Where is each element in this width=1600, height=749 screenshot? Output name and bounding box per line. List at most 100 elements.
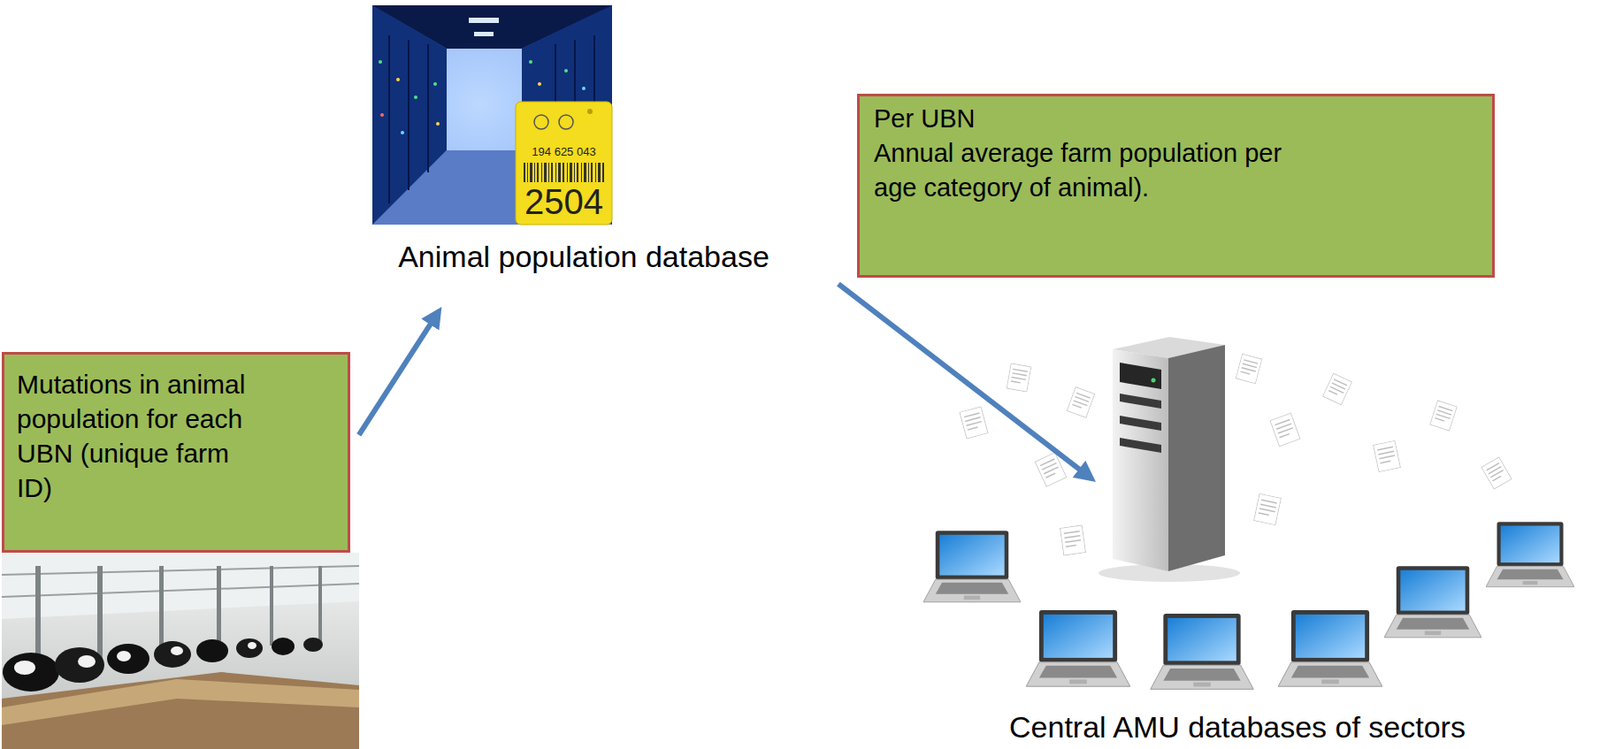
barn-photo-part — [1, 679, 360, 726]
callout-box: Per UBNAnnual average farm population pe… — [857, 93, 1495, 278]
server-room-photo-part-part — [536, 162, 539, 183]
network-illustration-part — [1485, 521, 1575, 587]
barn-photo-part-part — [54, 647, 105, 683]
server-room-photo-part — [400, 130, 405, 135]
server-room-photo-part — [427, 44, 429, 173]
barn-photo-part — [1, 552, 360, 749]
server-room-photo-part-part — [569, 162, 573, 183]
barn-photo-part — [1, 672, 360, 749]
callout-box: Mutations in animal population for each … — [1, 352, 351, 553]
server-room-photo — [372, 5, 613, 225]
barn-photo-part — [269, 566, 274, 646]
server-room-photo-part-part — [555, 162, 557, 183]
server-room-photo-part-part — [590, 162, 593, 183]
server-room-photo-part-part — [551, 162, 553, 183]
server-room-photo-part — [407, 39, 410, 191]
server-room-photo-part — [436, 122, 440, 126]
server-room-photo-part-part — [576, 162, 579, 183]
network-illustration-part — [1006, 363, 1032, 392]
network-illustration-part — [923, 530, 1021, 603]
network-illustration-part — [959, 406, 988, 439]
server-room-photo-part — [534, 114, 549, 130]
server-room-photo-part-part — [583, 162, 587, 183]
server-room-photo-part — [388, 35, 391, 204]
barn-photo-part — [1, 583, 360, 598]
server-room-photo-part-part — [574, 162, 575, 183]
barn-photo-part-part — [14, 660, 36, 675]
server-room-photo-part-part — [543, 162, 547, 183]
server-room-photo-part-part — [534, 162, 536, 183]
barn-photo-part-part — [303, 637, 323, 652]
barn-photo-part — [318, 566, 322, 642]
network-illustration-part — [1119, 415, 1162, 431]
server-room-photo-part — [413, 95, 418, 100]
network-illustration-part — [1025, 610, 1131, 687]
network-illustration-part — [1384, 566, 1482, 638]
server-room-photo-part — [581, 86, 586, 91]
server-room-photo-part-part — [541, 162, 543, 183]
flow-arrow — [359, 321, 433, 436]
network-illustration-part — [1151, 378, 1156, 383]
barn-photo-part-part — [196, 639, 229, 663]
network-illustration-part — [1034, 452, 1067, 488]
server-room-photo-part-part — [566, 162, 568, 183]
server-room-photo-part — [564, 68, 568, 73]
barn-photo-part-part — [271, 637, 295, 656]
database-caption: Animal population database — [336, 238, 832, 279]
network-illustration-part — [1059, 525, 1086, 556]
server-room-photo-part — [558, 114, 574, 130]
network-illustration-part — [1119, 362, 1162, 390]
barn-photo — [1, 552, 360, 749]
node-text: Central AMU databases of sectors — [918, 709, 1557, 746]
network-illustration-part — [1430, 400, 1458, 431]
server-room-photo-part-part — [558, 162, 561, 183]
ear-tag-number: 2504 — [515, 182, 613, 222]
network-illustration — [923, 336, 1575, 689]
node-text: Animal population database — [336, 238, 832, 276]
node-text: Per UBN — [873, 101, 1478, 137]
barn-photo-part-part — [107, 643, 150, 674]
network-illustration-part — [1322, 373, 1352, 406]
network-caption: Central AMU databases of sectors — [918, 482, 1557, 749]
node-text: Mutations in animal population for each … — [16, 367, 258, 506]
server-room-photo-part — [446, 48, 522, 151]
network-illustration-part — [1270, 413, 1301, 447]
server-room-photo-part-part — [523, 162, 526, 183]
barn-photo-part — [159, 566, 164, 655]
server-room-photo-part — [378, 60, 383, 64]
server-room-photo-part — [528, 60, 533, 64]
server-room-photo-part — [523, 162, 605, 183]
network-illustration-part — [1373, 440, 1401, 473]
server-room-photo-part-part — [548, 162, 550, 183]
server-room-photo-part-part — [588, 162, 590, 183]
server-room-photo-part — [396, 77, 400, 82]
server-room-photo-part-part — [595, 162, 597, 183]
barn-photo-part — [216, 566, 222, 651]
network-illustration-part — [1150, 613, 1254, 689]
barn-photo-part — [1, 552, 360, 620]
server-room-photo-part-part — [597, 162, 601, 183]
server-room-photo-part — [537, 82, 542, 86]
network-illustration-part — [1278, 610, 1383, 687]
barn-photo-part — [2, 637, 323, 692]
barn-photo-part-part — [170, 646, 184, 656]
server-room-photo-part-part — [581, 162, 582, 183]
server-room-photo-part — [433, 82, 437, 86]
server-room-photo-part — [380, 113, 384, 117]
server-room-photo-part — [468, 17, 499, 23]
network-illustration-part — [1254, 493, 1282, 526]
barn-photo-part-part — [77, 655, 96, 668]
server-room-photo-part — [372, 5, 613, 225]
network-illustration-part — [1235, 353, 1263, 384]
server-room-photo-part — [587, 108, 593, 115]
barn-photo-part-part — [2, 652, 60, 692]
network-illustration-part — [1066, 387, 1095, 419]
network-illustration-part — [1481, 457, 1512, 490]
barn-photo-part-part — [236, 638, 263, 659]
ear-tag-number: 194 625 043 — [515, 145, 613, 159]
node-text: Annual average farm population per age c… — [873, 136, 1325, 206]
network-illustration-part — [1119, 393, 1162, 409]
barn-photo-part-part — [116, 650, 131, 662]
server-room-photo-part-part — [602, 162, 605, 183]
